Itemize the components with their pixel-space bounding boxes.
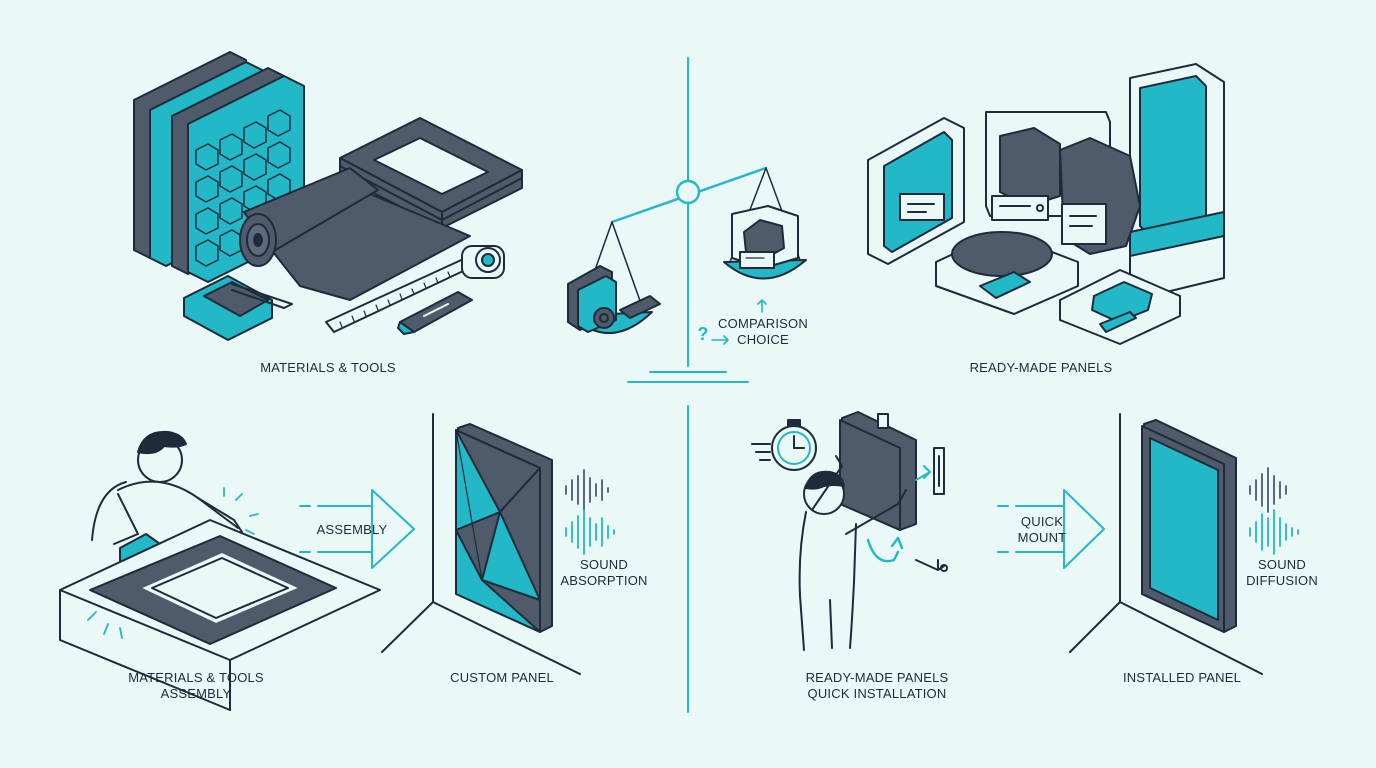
absorption-line1: SOUND: [580, 557, 628, 572]
custom-panel-caption: CUSTOM PANEL: [450, 670, 554, 685]
sound-diffusion-label: SOUND DIFFUSION: [1246, 557, 1318, 589]
acoustic-foam-stack-icon: [133, 51, 305, 283]
sound-absorption-label: SOUND ABSORPTION: [560, 557, 647, 589]
sound-wave-icon: [565, 469, 615, 555]
wood-frame-icon: [339, 117, 523, 229]
installed-panel-icon: [1141, 419, 1237, 633]
custom-panel-icon: [455, 423, 553, 633]
utility-knife-icon: [397, 291, 473, 335]
materials-tools-caption: MATERIALS & TOOLS: [260, 360, 396, 375]
quick-mount-arrow: [997, 489, 1105, 569]
stopwatch-icon: [751, 419, 817, 471]
person-mounting-icon: [798, 411, 917, 651]
assembly-step-line1: MATERIALS & TOOLS: [128, 670, 264, 685]
diffusion-line2: DIFFUSION: [1246, 573, 1318, 588]
tape-measure-icon: [325, 245, 505, 333]
quick-mount-line1: QUICK: [1020, 514, 1064, 529]
quick-installation-line1: READY-MADE PANELS: [805, 670, 949, 685]
quick-installation-caption: READY-MADE PANELS QUICK INSTALLATION: [806, 670, 949, 702]
comparison-choice-label: COMPARISON CHOICE: [718, 316, 808, 348]
quick-mount-label: QUICK MOUNT: [1018, 514, 1067, 546]
comparison-line2: CHOICE: [737, 332, 789, 347]
absorption-line2: ABSORPTION: [560, 573, 648, 588]
assembly-arrow-label: ASSEMBLY: [316, 522, 388, 537]
installed-panel-caption: INSTALLED PANEL: [1122, 670, 1242, 685]
balance-scale-icon: [567, 166, 807, 335]
quick-installation-line2: QUICK INSTALLATION: [807, 686, 947, 701]
fabric-roll-icon: [239, 167, 471, 301]
assembly-step-caption: MATERIALS & TOOLS ASSEMBLY: [128, 670, 264, 702]
ready-made-panels-caption: READY-MADE PANELS: [969, 360, 1113, 375]
comparison-line1: COMPARISON: [718, 316, 808, 331]
diffusion-line1: SOUND: [1258, 557, 1306, 572]
bracket-icon: [915, 447, 948, 572]
ready-panel-boxes-icon: [867, 63, 1225, 345]
sound-wave-icon: [1249, 467, 1299, 555]
assembly-arrow: [299, 489, 415, 569]
staple-gun-icon: [183, 275, 293, 341]
assembly-step-line2: ASSEMBLY: [160, 686, 232, 701]
quick-mount-line2: MOUNT: [1017, 530, 1067, 545]
question-mark: ?: [697, 324, 709, 344]
